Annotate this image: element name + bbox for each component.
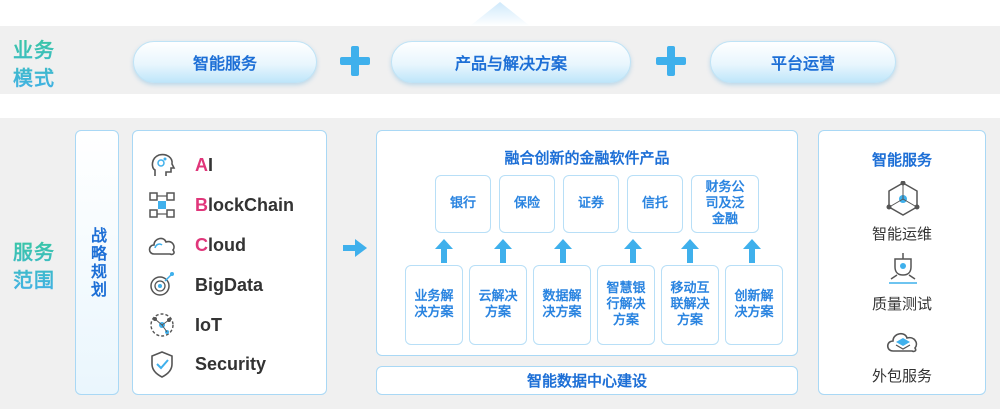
security-shield-icon: [145, 348, 179, 380]
up-arrow-icon: [743, 239, 761, 263]
solution-business: 业务解决方案: [405, 265, 463, 345]
product-securities: 证券: [563, 175, 619, 233]
plus-icon: [656, 46, 686, 76]
product-trust: 信托: [627, 175, 683, 233]
financial-products-panel: 融合创新的金融软件产品 银行 保险 证券 信托 财务公司及泛金融 业务解决方案 …: [376, 130, 798, 356]
smart-services-panel: 智能服务 智能运维 质量测试 外包服务: [818, 130, 986, 395]
blockchain-icon: [145, 189, 179, 221]
up-arrow-icon: [494, 239, 512, 263]
solution-cloud: 云解决方案: [469, 265, 527, 345]
up-arrow-icon: [554, 239, 572, 263]
solution-smart-bank: 智慧银行解决方案: [597, 265, 655, 345]
data-center-bar: 智能数据中心建设: [376, 366, 798, 395]
strategy-planning-panel: 战略规划: [75, 130, 119, 395]
services-title: 智能服务: [871, 151, 932, 169]
tech-item-cloud: Cloud: [145, 229, 246, 261]
iot-icon: [145, 309, 179, 341]
plus-icon: [340, 46, 370, 76]
ai-head-icon: [145, 149, 179, 181]
technology-panel: AI BlockChain Cloud: [132, 130, 327, 395]
top-up-arrow-icon: [470, 2, 530, 26]
solution-innovation: 创新解决方案: [725, 265, 783, 345]
solution-data: 数据解决方案: [533, 265, 591, 345]
up-arrow-icon: [681, 239, 699, 263]
service-ops-label: 智能运维: [871, 225, 932, 243]
strategy-planning-label: 战略规划: [88, 226, 107, 299]
service-scope-label: 服务 范围: [13, 240, 55, 292]
tech-item-iot: IoT: [145, 309, 222, 341]
tech-item-ai: AI: [145, 149, 213, 181]
product-bank: 银行: [435, 175, 491, 233]
business-mode-label: 业务 模式: [13, 38, 55, 90]
up-arrow-icon: [435, 239, 453, 263]
tech-item-security: Security: [145, 348, 266, 380]
tech-item-blockchain: BlockChain: [145, 189, 294, 221]
products-title: 融合创新的金融软件产品: [504, 149, 670, 167]
product-insurance: 保险: [499, 175, 555, 233]
quality-test-icon: [889, 253, 917, 284]
products-solutions-pill: 产品与解决方案: [391, 41, 631, 83]
solution-mobile-internet: 移动互联解决方案: [661, 265, 719, 345]
cloud-icon: [145, 229, 179, 261]
up-arrow-icon: [624, 239, 642, 263]
smart-services-pill: 智能服务: [133, 41, 317, 83]
bigdata-icon: [145, 269, 179, 301]
ops-network-icon: [886, 181, 920, 216]
product-finance-company: 财务公司及泛金融: [691, 175, 759, 233]
service-outsourcing-label: 外包服务: [871, 367, 932, 385]
tech-item-bigdata: BigData: [145, 269, 263, 301]
platform-operation-pill: 平台运营: [710, 41, 896, 83]
outsourcing-cloud-icon: [886, 332, 918, 353]
service-quality-label: 质量测试: [871, 295, 932, 313]
right-arrow-icon: [343, 239, 367, 257]
